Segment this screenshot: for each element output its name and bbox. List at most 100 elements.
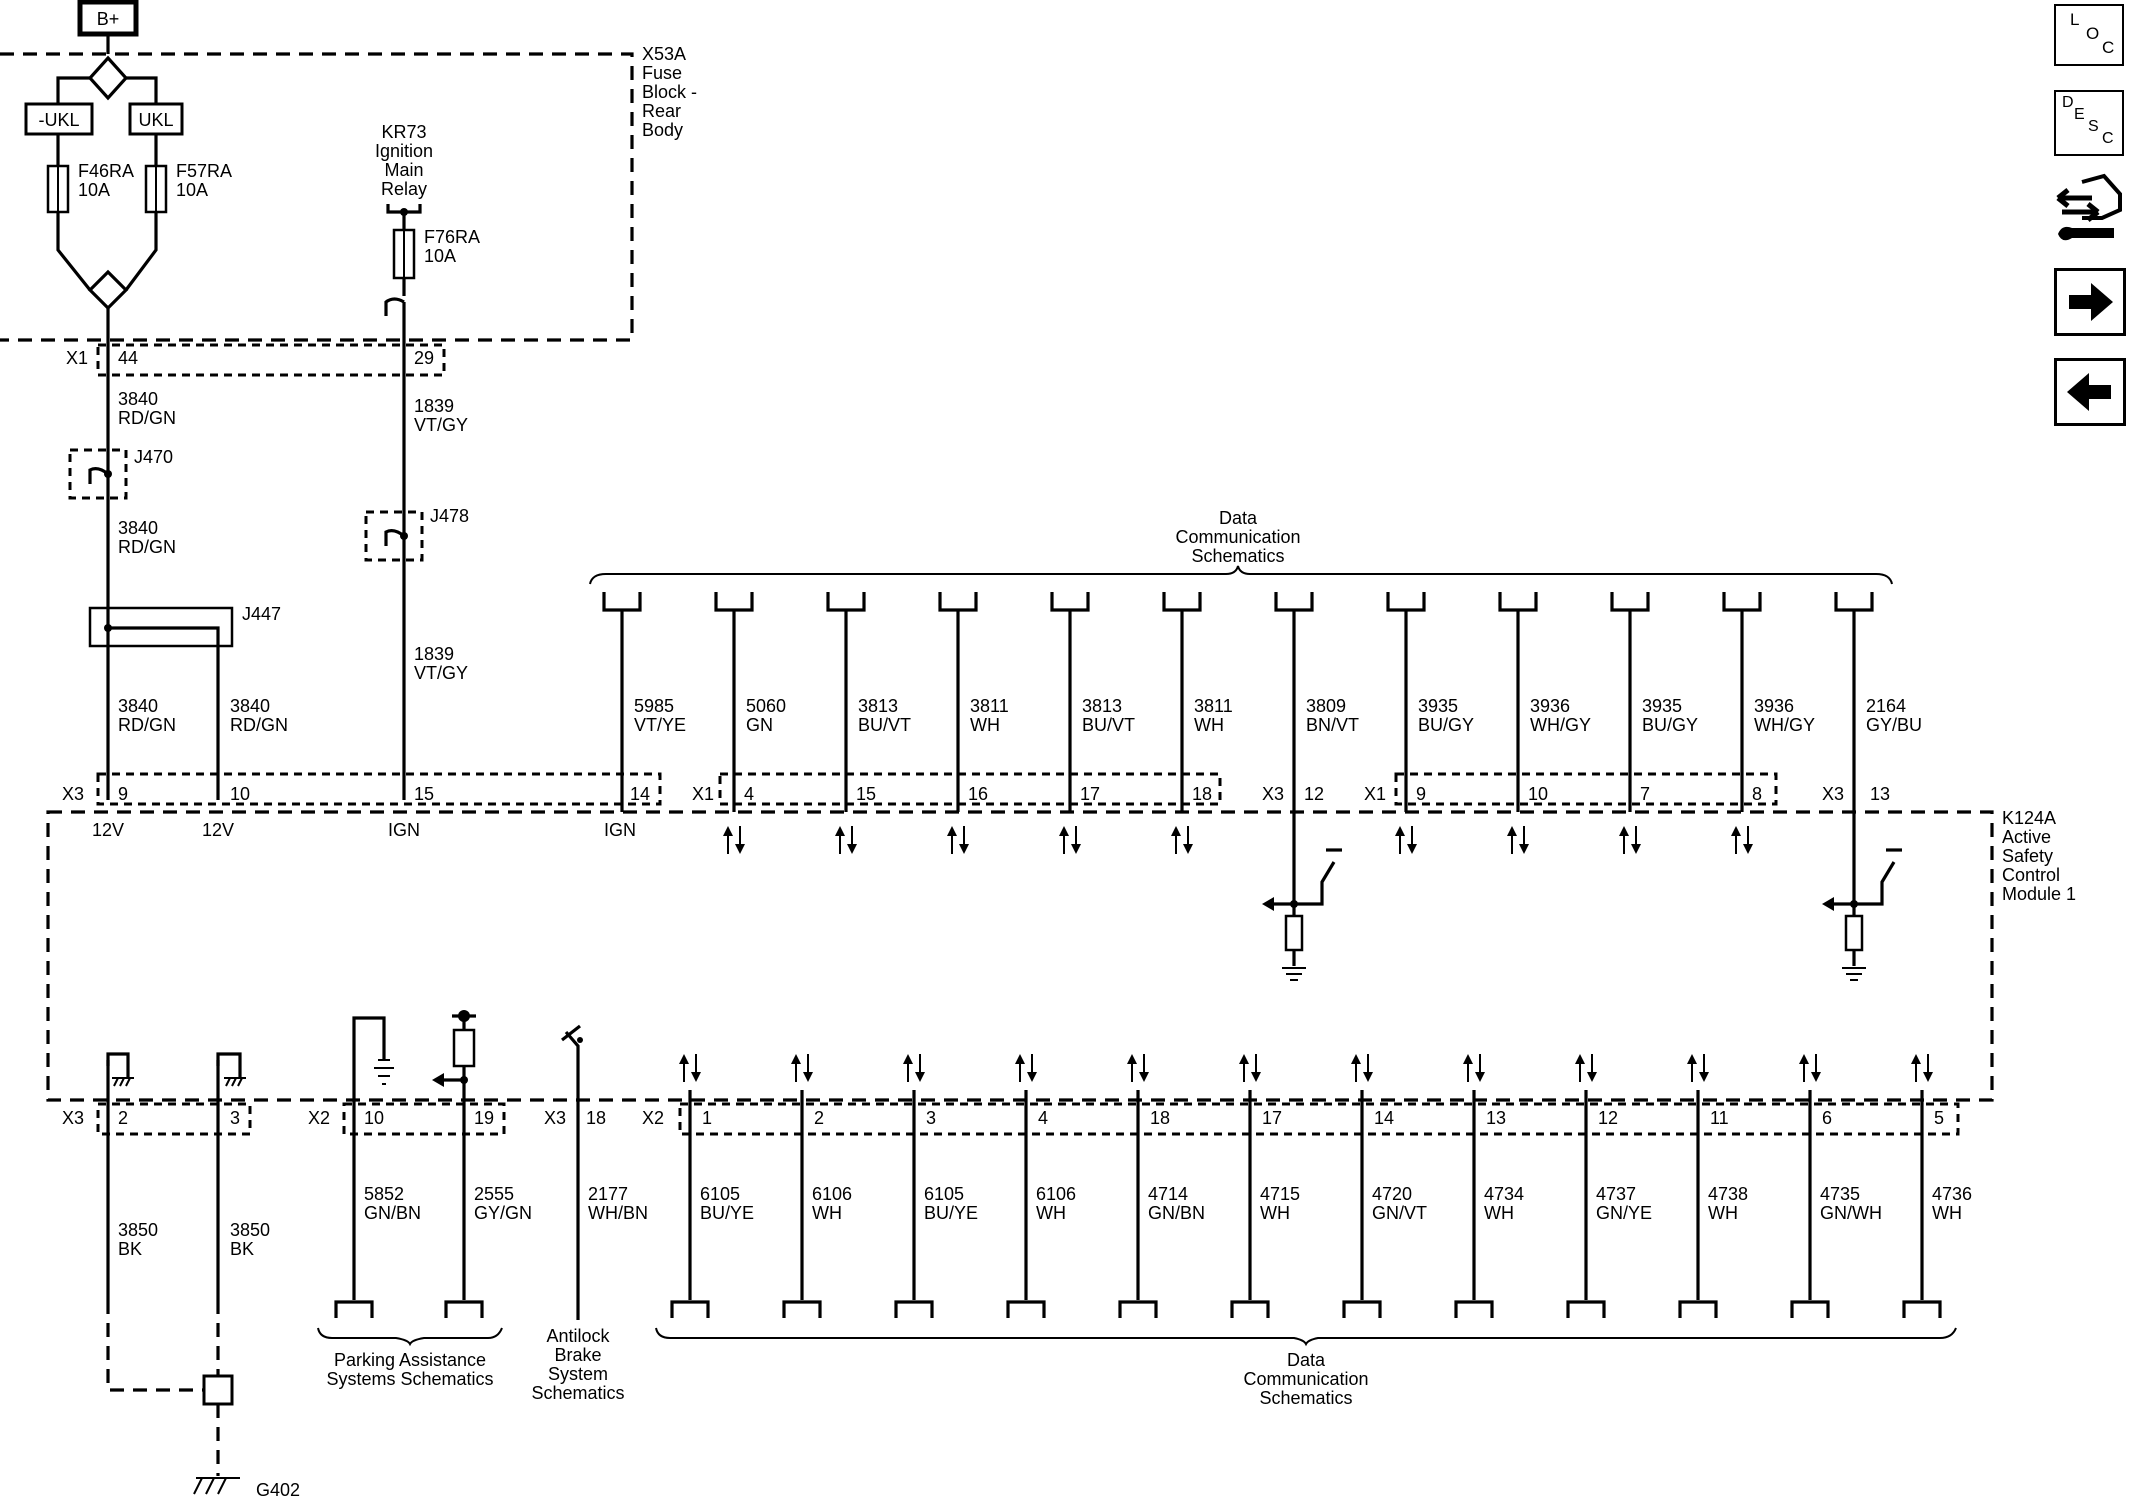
pin-10-label: 10 <box>230 784 250 804</box>
connector-x2-bottom-b <box>678 1102 1960 1136</box>
bidirectional-arrow-icon <box>723 826 745 854</box>
bidirectional-arrow-icon <box>1351 1054 1373 1082</box>
connector-x1-top <box>96 343 446 377</box>
pullup-resistor <box>452 1028 476 1068</box>
bidirectional-arrow-icon <box>1239 1054 1261 1082</box>
dc-bottom-terminal <box>1566 1300 1606 1318</box>
fuse-f76-rating: 10A <box>424 246 456 266</box>
dc-top-wire-num: 3813 <box>1082 696 1122 716</box>
pin-44-label: 44 <box>118 348 138 368</box>
dc-bottom-terminal <box>1790 1300 1830 1318</box>
dc-bottom-pin: 2 <box>814 1108 824 1128</box>
dc-bottom-wire-num: 6106 <box>812 1184 852 1204</box>
dc-bottom-pin: 4 <box>1038 1108 1048 1128</box>
pin-4-label: 4 <box>744 784 754 804</box>
bidirectional-arrow-icon <box>1015 1054 1037 1082</box>
dc-top-wire-color: BU/GY <box>1418 715 1474 735</box>
fuse-block: X53A Fuse Block - Rear Body <box>0 44 697 342</box>
splice-j470-label: J470 <box>134 447 173 467</box>
dc-bottom-wire-color: WH <box>1260 1203 1290 1223</box>
dc-bottom-ref-1: Data <box>1287 1350 1326 1370</box>
pin-16-label: 16 <box>968 784 988 804</box>
dc-bottom-pin: 3 <box>926 1108 936 1128</box>
module-title-1: K124A <box>2002 808 2056 828</box>
dc-bottom-ref-2: Communication <box>1243 1369 1368 1389</box>
ukl-left-box <box>24 102 94 136</box>
connector-x1-label: X1 <box>66 348 88 368</box>
dc-bottom-bracket <box>655 1327 1957 1347</box>
nav-panel: L O C D E S C <box>2052 0 2128 430</box>
dc-top-wire-num: 3936 <box>1530 696 1570 716</box>
dc-top-wire-num: 3811 <box>970 696 1009 716</box>
dc-top-wire-color: BU/VT <box>1082 715 1135 735</box>
splice-j470-box <box>68 448 128 500</box>
pin-14-label: 14 <box>630 784 650 804</box>
dc-bottom-terminal <box>670 1300 710 1318</box>
description-button[interactable]: D E S C <box>2054 90 2124 156</box>
abs-ref-3: System <box>548 1364 608 1384</box>
connector-x3-top-left <box>96 772 662 806</box>
dc-bottom-pin: 6 <box>1822 1108 1832 1128</box>
dc-top-wire-num: 3813 <box>858 696 898 716</box>
ground-label: G402 <box>256 1480 300 1498</box>
dc-top-terminal <box>602 592 642 612</box>
bottom-x3b-label: X3 <box>544 1108 566 1128</box>
dc-bottom-pin: 13 <box>1486 1108 1506 1128</box>
pin-x3-left-label: X3 <box>62 784 84 804</box>
connector-tool-icon <box>2056 173 2122 241</box>
connector-tool-button[interactable] <box>2052 172 2124 252</box>
module-title-4: Control <box>2002 865 2060 885</box>
input-12v-a: 12V <box>92 820 124 840</box>
dc-bottom-terminal <box>1454 1300 1494 1318</box>
dc-bottom-wire-num: 4737 <box>1596 1184 1636 1204</box>
power-source: B+ <box>77 0 139 54</box>
bidirectional-arrow-icon <box>1059 826 1081 854</box>
bidirectional-arrow-icon <box>1799 1054 1821 1082</box>
wire-3850-a-num: 3850 <box>118 1220 158 1240</box>
dc-top-line-3: Schematics <box>1191 546 1284 566</box>
dc-bottom-terminal <box>1342 1300 1382 1318</box>
pin-9b-label: 9 <box>1416 784 1426 804</box>
wire-3840-b-num: 3840 <box>118 518 158 538</box>
loc-letter-o: O <box>2086 24 2100 43</box>
wire-3840-a-color: RD/GN <box>118 408 176 428</box>
dc-top-wire-color: GN <box>746 715 773 735</box>
dc-top-reference-group: 5985VT/YE5060GN3813BU/VT3811WH3813BU/VT3… <box>602 592 1922 812</box>
input-ign-a: IGN <box>388 820 420 840</box>
dc-bottom-pin: 17 <box>1262 1108 1282 1128</box>
previous-page-button[interactable] <box>2054 358 2126 426</box>
dc-bottom-terminal <box>1118 1300 1158 1318</box>
wire-2177-num: 2177 <box>588 1184 628 1204</box>
dc-top-bracket <box>589 565 1893 585</box>
pin-15b-label: 15 <box>856 784 876 804</box>
bidirectional-arrow-icon <box>835 826 857 854</box>
dc-top-terminal <box>1610 592 1650 612</box>
dc-bottom-ref-3: Schematics <box>1259 1388 1352 1408</box>
termination-circuit <box>1262 812 1342 981</box>
location-button[interactable]: L O C <box>2054 4 2124 66</box>
dc-top-terminal <box>938 592 978 612</box>
dc-bottom-wire-num: 6106 <box>1036 1184 1076 1204</box>
dc-top-terminal <box>1050 592 1090 612</box>
next-page-button[interactable] <box>2054 268 2126 336</box>
wire-1839-a-num: 1839 <box>414 396 454 416</box>
bidirectional-arrow-icon <box>903 1054 925 1082</box>
dc-top-wire-color: WH/GY <box>1530 715 1591 735</box>
dc-top-wire-num: 5060 <box>746 696 786 716</box>
bidirectional-arrow-icon <box>1731 826 1753 854</box>
dc-top-line-2: Communication <box>1175 527 1300 547</box>
dc-bottom-wire-color: GN/WH <box>1820 1203 1882 1223</box>
dc-top-wire-color: BU/VT <box>858 715 911 735</box>
dc-top-wire-num: 2164 <box>1866 696 1906 716</box>
dc-bottom-wire-num: 4734 <box>1484 1184 1524 1204</box>
dc-top-terminal <box>1162 592 1202 612</box>
dc-bottom-terminal <box>1006 1300 1046 1318</box>
pin-29-label: 29 <box>414 348 434 368</box>
bidirectional-arrow-icon <box>1171 826 1193 854</box>
bottom-x2b-label: X2 <box>642 1108 664 1128</box>
dc-bottom-wire-num: 4736 <box>1932 1184 1972 1204</box>
dc-top-wire-color: GY/BU <box>1866 715 1922 735</box>
dc-top-terminal <box>1722 592 1762 612</box>
fuse-block-title-5: Body <box>642 120 683 140</box>
wire-2177-color: WH/BN <box>588 1203 648 1223</box>
